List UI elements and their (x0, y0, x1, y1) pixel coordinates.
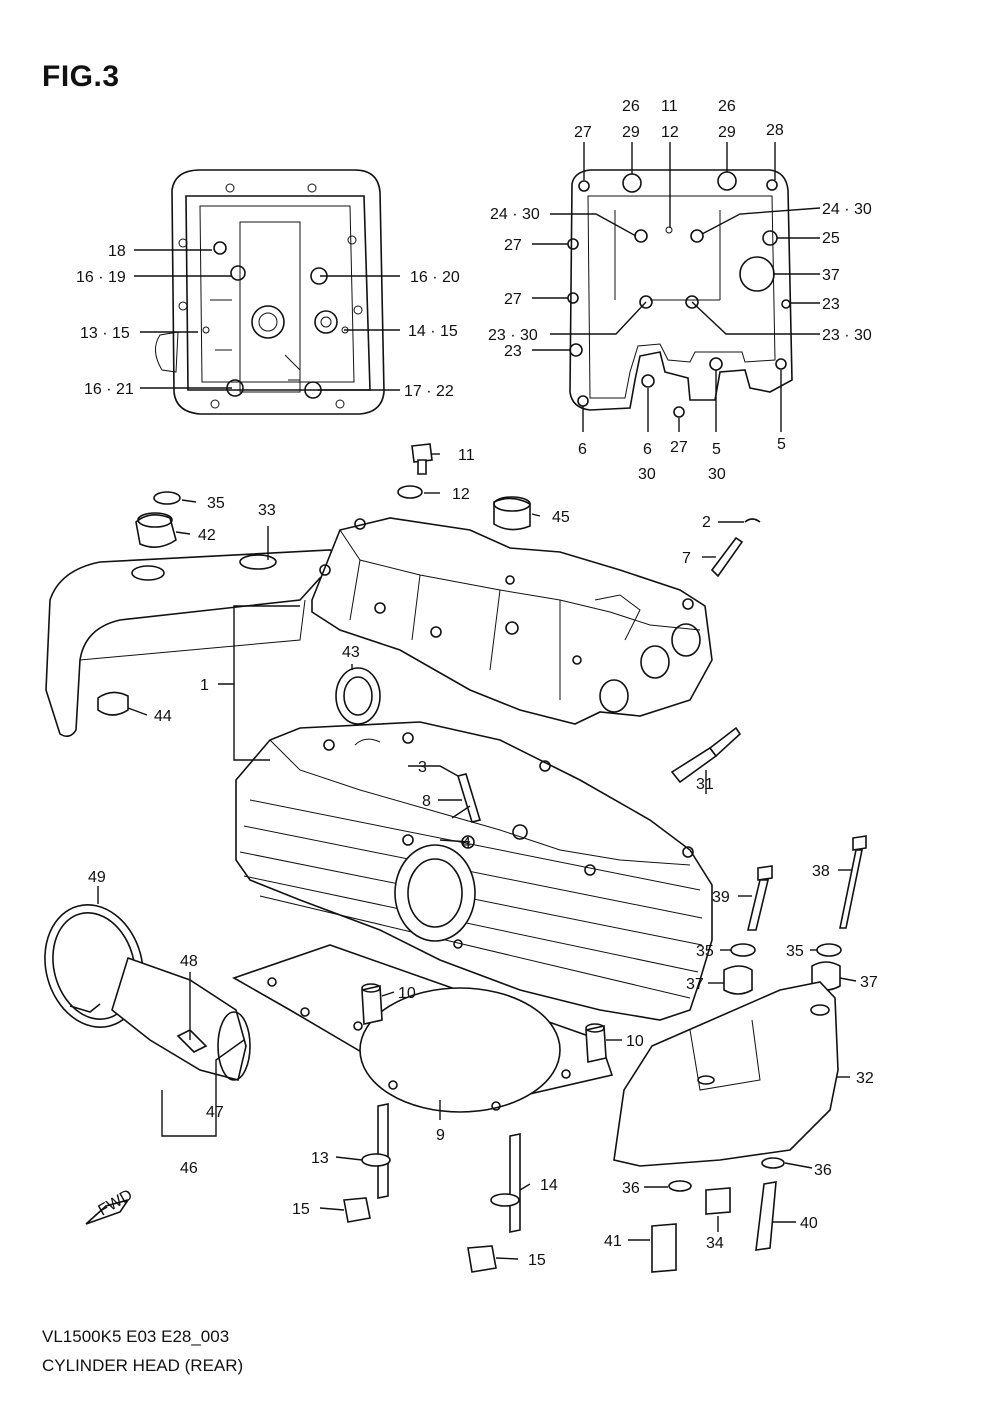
callout-9: 9 (436, 1127, 445, 1144)
callout-47: 47 (206, 1104, 224, 1121)
callout-44: 44 (154, 708, 172, 725)
callout-29-left: 29 (622, 124, 640, 141)
part-48-screw (176, 1029, 208, 1053)
callout-40: 40 (800, 1215, 818, 1232)
callout-41: 41 (604, 1233, 622, 1250)
callout-36-right: 36 (814, 1162, 832, 1179)
callout-49: 49 (88, 869, 106, 886)
callout-45: 45 (552, 509, 570, 526)
callout-30-a: 30 (638, 466, 656, 483)
callout-27-bottom: 27 (670, 439, 688, 456)
callout-2: 2 (702, 514, 711, 531)
part-cylinder-head-cover (311, 517, 713, 725)
callout-11: 11 (458, 447, 475, 464)
callout-32: 32 (856, 1070, 874, 1087)
inset-head-top-view (155, 169, 385, 415)
callout-23-left: 23 (504, 343, 522, 360)
callout-14-15: 14 · 15 (408, 323, 458, 340)
callout-labels: 18 16 · 19 13 · 15 16 · 21 16 · 20 14 · … (76, 98, 878, 1269)
callout-10-upper: 10 (398, 985, 416, 1002)
callout-10-lower: 10 (626, 1033, 644, 1050)
figure-caption: CYLINDER HEAD (REAR) (42, 1356, 244, 1375)
callout-12-inset: 12 (661, 124, 679, 141)
callout-37-right: 37 (860, 974, 878, 991)
callout-26-right: 26 (718, 98, 736, 115)
callout-27-mid: 27 (504, 237, 522, 254)
callout-27-top: 27 (574, 124, 592, 141)
callout-15-left: 15 (292, 1201, 310, 1218)
callout-24-30-right: 24 · 30 (822, 201, 872, 218)
callout-39: 39 (712, 889, 730, 906)
callout-31: 31 (696, 776, 714, 793)
callout-3: 3 (418, 759, 427, 776)
leader-lines (97, 142, 857, 1260)
callout-36-left: 36 (622, 1180, 640, 1197)
figure-title: FIG.3 (42, 60, 120, 93)
part-33-cover-bracket (45, 549, 347, 738)
callout-23-30-right: 23 · 30 (822, 327, 872, 344)
callout-24-30-left: 24 · 30 (490, 206, 540, 223)
callout-6-a: 6 (578, 441, 587, 458)
callout-25: 25 (822, 230, 840, 247)
part-47-intake-pipe (111, 956, 251, 1081)
callout-13-15: 13 · 15 (80, 325, 130, 342)
callout-5-a: 5 (712, 441, 721, 458)
callout-37-inset: 37 (822, 267, 840, 284)
callout-34: 34 (706, 1235, 724, 1252)
inset-head-cover-view (567, 169, 793, 418)
callout-14: 14 (540, 1177, 558, 1194)
callout-29-right: 29 (718, 124, 736, 141)
fwd-direction-badge: FWD (85, 1187, 136, 1225)
callout-16-21: 16 · 21 (84, 381, 134, 398)
callout-4: 4 (462, 835, 471, 852)
part-cylinder-head (235, 721, 713, 1021)
callout-38: 38 (812, 863, 830, 880)
callout-23-30-left: 23 · 30 (488, 327, 538, 344)
callout-42: 42 (198, 527, 216, 544)
model-code: VL1500K5 E03 E28_003 (42, 1327, 230, 1346)
part-32-lower-cover (613, 981, 839, 1167)
fwd-badge-text: FWD (96, 1187, 136, 1220)
callout-35-left: 35 (696, 943, 714, 960)
callout-33: 33 (258, 502, 276, 519)
callout-8: 8 (422, 793, 431, 810)
callout-16-20: 16 · 20 (410, 269, 460, 286)
callout-1: 1 (200, 677, 209, 694)
callout-28: 28 (766, 122, 784, 139)
part-9-gasket (232, 944, 614, 1113)
callout-35-top: 35 (207, 495, 225, 512)
callout-37-left: 37 (686, 976, 704, 993)
callout-30-b: 30 (708, 466, 726, 483)
callout-12: 12 (452, 486, 470, 503)
callout-7: 7 (682, 550, 691, 567)
callout-48: 48 (180, 953, 198, 970)
small-hardware (97, 443, 867, 1273)
callout-43: 43 (342, 644, 360, 661)
callout-5-b: 5 (777, 436, 786, 453)
callout-23-right: 23 (822, 296, 840, 313)
callout-16-19: 16 · 19 (76, 269, 126, 286)
callout-6-b: 6 (643, 441, 652, 458)
callout-46: 46 (180, 1160, 198, 1177)
callout-35-right: 35 (786, 943, 804, 960)
callout-11-inset: 11 (661, 98, 678, 115)
callout-15-right: 15 (528, 1252, 546, 1269)
callout-13: 13 (311, 1150, 329, 1167)
callout-18: 18 (108, 243, 126, 260)
part-10-dowels (361, 983, 607, 1063)
callout-26-left: 26 (622, 98, 640, 115)
callout-27-low: 27 (504, 291, 522, 308)
callout-17-22: 17 · 22 (404, 383, 454, 400)
